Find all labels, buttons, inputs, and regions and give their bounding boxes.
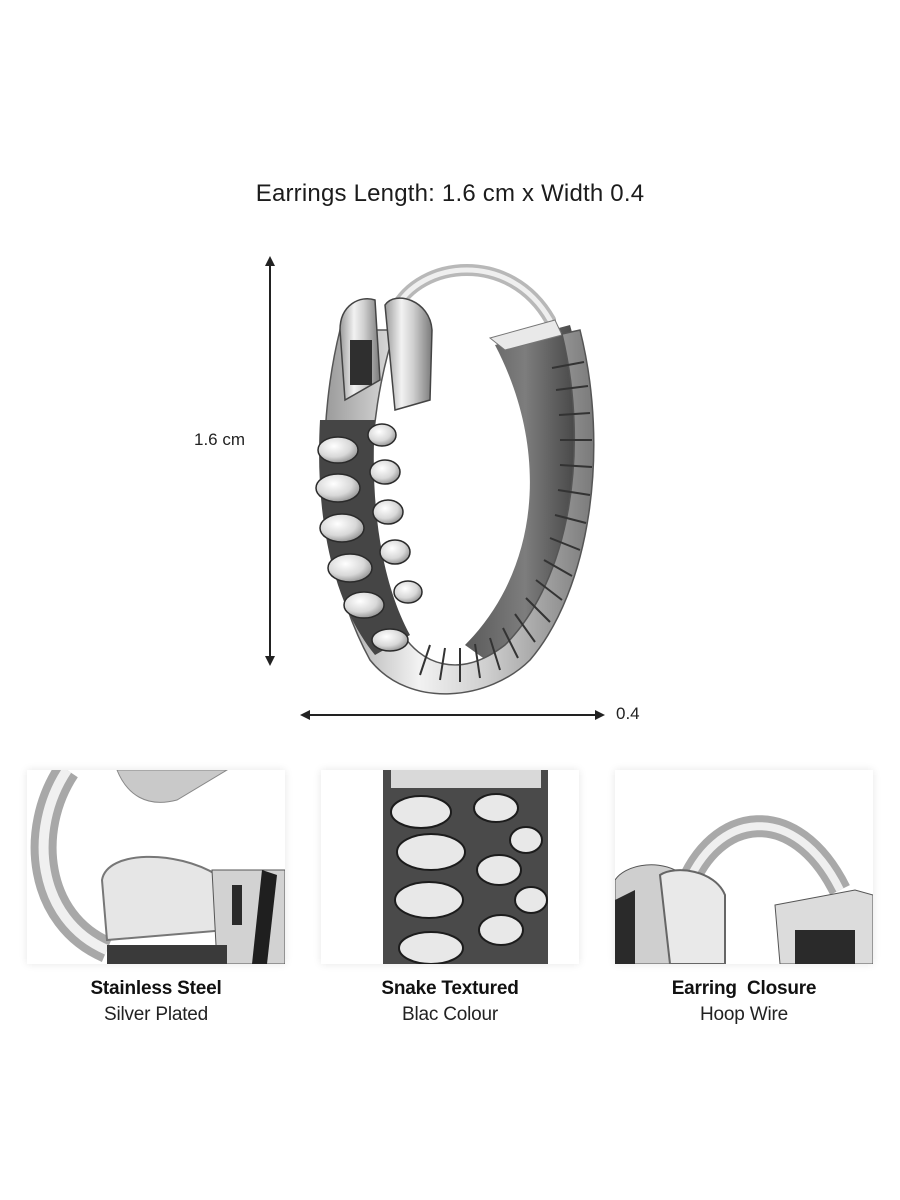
feature-caption-stainless-steel: Stainless Steel Silver Plated <box>27 978 285 1026</box>
feature-title: Snake Textured <box>381 978 519 999</box>
earring-hero-image <box>300 250 620 710</box>
feature-caption-snake-textured: Snake Textured Blac Colour <box>321 978 579 1026</box>
feature-title: Stainless Steel <box>90 978 222 999</box>
feature-gallery <box>0 770 900 970</box>
width-dimension-arrow-icon <box>300 710 605 720</box>
earring-hoop-icon <box>315 264 595 695</box>
feature-card-earring-closure[interactable] <box>615 770 873 964</box>
feature-caption-earring-closure: Earring Closure Hoop Wire <box>615 978 873 1026</box>
length-label: 1.6 cm <box>194 430 246 449</box>
width-label: 0.4 <box>616 704 640 723</box>
feature-card-snake-textured[interactable] <box>321 770 579 964</box>
feature-subtitle: Hoop Wire <box>700 1004 788 1025</box>
feature-subtitle: Silver Plated <box>103 1004 209 1025</box>
hoop-wire-closure-closeup-icon <box>615 770 873 964</box>
hoop-detail-closeup-icon <box>27 770 285 964</box>
feature-subtitle: Blac Colour <box>401 1004 498 1025</box>
length-dimension-arrow-icon <box>265 256 275 666</box>
feature-title: Earring Closure <box>671 978 817 999</box>
page-title: Earrings Length: 1.6 cm x Width 0.4 <box>255 180 645 207</box>
snake-texture-closeup-icon <box>321 770 579 964</box>
feature-card-stainless-steel[interactable] <box>27 770 285 964</box>
